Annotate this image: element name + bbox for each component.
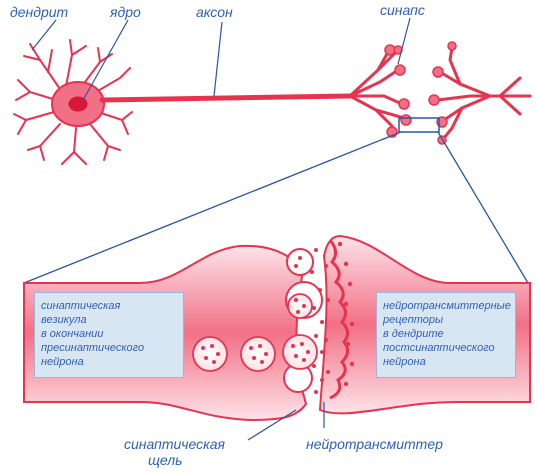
vesicle	[283, 335, 317, 369]
callout-line: постсинаптического	[383, 341, 509, 355]
callout-line: в окончании	[41, 327, 177, 341]
label-nucleus: ядро	[110, 4, 141, 20]
callout-receptors: нейротрансмиттерные рецепторы в дендрите…	[376, 292, 516, 378]
label-axon: аксон	[196, 4, 233, 20]
label-synapse: синапс	[380, 2, 425, 18]
vesicle	[288, 294, 312, 318]
callout-line: нейрона	[41, 355, 177, 369]
label-dendrite: дендрит	[10, 4, 68, 20]
callout-line: рецепторы	[383, 313, 509, 327]
callout-line: везикула	[41, 313, 177, 327]
callout-line: нейротрансмиттерные	[383, 299, 509, 313]
callout-line: нейрона	[383, 355, 509, 369]
postsynaptic-dendrites	[438, 48, 530, 138]
callout-line: в дендрите	[383, 327, 509, 341]
label-synaptic-cleft-line1: синаптическая	[124, 436, 225, 452]
callout-line: пресинаптического	[41, 341, 177, 355]
axon	[102, 96, 350, 100]
vesicle	[193, 337, 227, 371]
callout-synaptic-vesicle: синаптическая везикула в окончании преси…	[34, 292, 184, 378]
label-synaptic-cleft: синаптическая щель	[124, 436, 225, 468]
label-neurotransmitter: нейротрансмиттер	[306, 436, 443, 452]
label-pointers	[32, 18, 410, 102]
callout-line: синаптическая	[41, 299, 177, 313]
vesicle	[241, 337, 275, 371]
neuron	[14, 40, 530, 164]
label-synaptic-cleft-line2: щель	[124, 452, 183, 468]
axon-terminals	[350, 52, 404, 126]
